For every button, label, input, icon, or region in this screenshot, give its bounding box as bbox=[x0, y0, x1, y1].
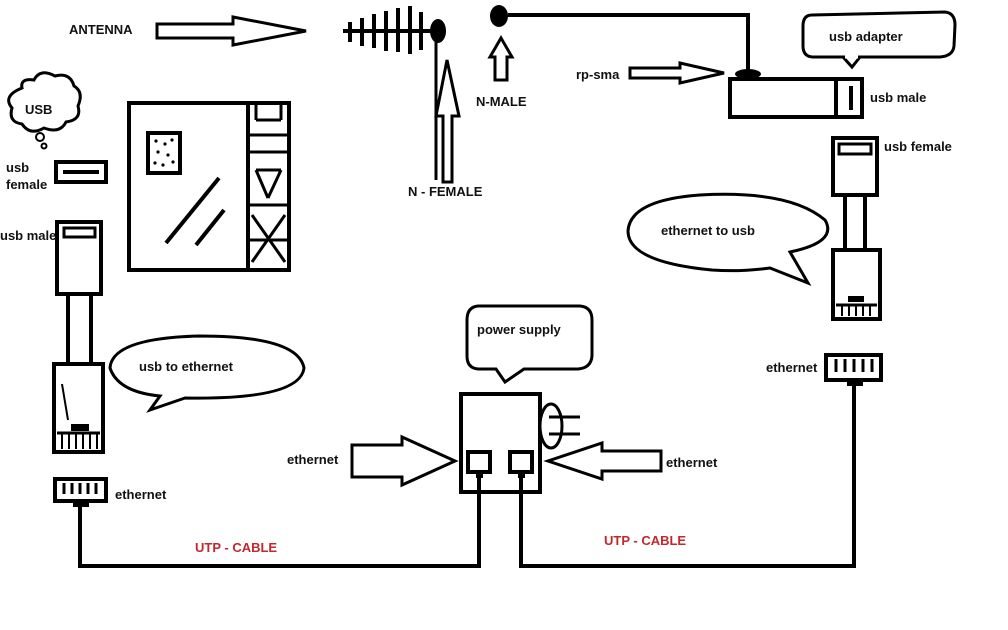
utp-cable-right bbox=[519, 386, 856, 568]
usb-adapter-label: usb adapter bbox=[829, 29, 903, 44]
rp-sma-arrow bbox=[628, 61, 725, 85]
ethernet-ps-right-label: ethernet bbox=[666, 455, 718, 470]
ethernet-to-usb-device bbox=[831, 136, 882, 321]
antenna-arrow bbox=[155, 15, 307, 47]
rp-sma-label: rp-sma bbox=[576, 67, 620, 82]
usb-female-left-label-line2: female bbox=[6, 177, 47, 192]
usb-to-ethernet-callout bbox=[108, 334, 306, 413]
power-supply-label: power supply bbox=[477, 322, 562, 337]
router-device-icon bbox=[127, 101, 291, 272]
utp-cable-right-label: UTP - CABLE bbox=[604, 533, 686, 548]
ethernet-in-left-arrow bbox=[350, 434, 459, 488]
ethernet-left-label: ethernet bbox=[115, 487, 167, 502]
ethernet-to-usb-callout bbox=[626, 192, 830, 286]
usb-thought-bubble bbox=[7, 71, 82, 150]
utp-cable-left bbox=[78, 478, 481, 568]
usb-female-right-label: usb female bbox=[884, 139, 952, 154]
antenna-label: ANTENNA bbox=[69, 22, 133, 37]
ethernet-port-left-icon bbox=[53, 477, 108, 507]
usb-to-ethernet-label: usb to ethernet bbox=[139, 359, 234, 374]
usb-male-right-label: usb male bbox=[870, 90, 926, 105]
n-female-arrow bbox=[434, 59, 461, 184]
power-supply-device bbox=[459, 392, 580, 494]
usb-female-left-icon bbox=[54, 160, 108, 184]
usb-male-left-label: usb male bbox=[0, 228, 56, 243]
n-female-label: N - FEMALE bbox=[408, 184, 483, 199]
n-male-label: N-MALE bbox=[476, 94, 527, 109]
usb-adapter-callout bbox=[801, 10, 957, 70]
utp-cable-left-label: UTP - CABLE bbox=[195, 540, 277, 555]
ethernet-right-label: ethernet bbox=[766, 360, 818, 375]
ethernet-to-usb-label: ethernet to usb bbox=[661, 223, 755, 238]
power-supply-callout bbox=[465, 304, 594, 385]
ethernet-in-right-arrow bbox=[543, 440, 663, 482]
ethernet-port-right-icon bbox=[824, 353, 883, 386]
usb-to-ethernet-device bbox=[52, 220, 105, 454]
n-male-connector-icon bbox=[490, 5, 750, 72]
n-male-arrow bbox=[487, 35, 515, 82]
usb-bubble-label: USB bbox=[25, 102, 52, 117]
yagi-antenna-icon bbox=[343, 6, 446, 180]
usb-adapter-device bbox=[728, 69, 864, 119]
ethernet-ps-left-label: ethernet bbox=[287, 452, 339, 467]
usb-female-left-label-line1: usb bbox=[6, 160, 29, 175]
